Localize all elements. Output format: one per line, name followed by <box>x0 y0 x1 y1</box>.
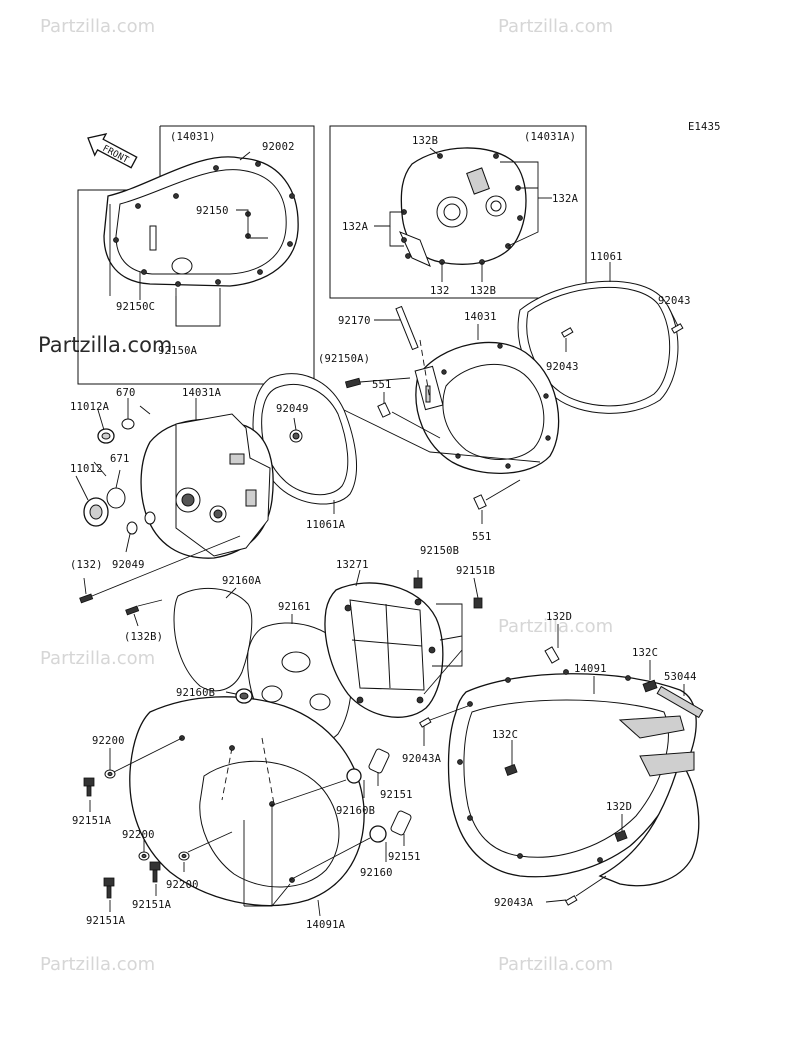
part-label-11012: 11012 <box>70 463 103 475</box>
part-label-92200-c: 92200 <box>166 879 199 891</box>
watermark-text: Partzilla.com <box>40 954 155 975</box>
part-label-551-a: 551 <box>372 379 392 391</box>
gasket-11061: 11061 92043 92043 <box>517 251 691 414</box>
part-label-92049-a: 92049 <box>276 403 309 415</box>
watermark-text: Partzilla.com <box>498 16 613 37</box>
cover-14031a: 14031A <box>139 387 274 559</box>
part-label-13271: 13271 <box>336 559 369 571</box>
part-label-670: 670 <box>116 387 136 399</box>
plate-13271: 13271 92150B 92151B <box>324 545 495 718</box>
part-label-92151a-b: 92151A <box>132 899 172 911</box>
part-label-14091a: 14091A <box>306 919 346 931</box>
part-label-132-paren: (132) <box>70 559 103 571</box>
part-label-132d-top: 132D <box>546 611 572 623</box>
part-label-92150c: 92150C <box>116 301 155 313</box>
part-label-92200-b: 92200 <box>122 829 155 841</box>
dowel-pins-551: 551 551 <box>372 379 521 543</box>
part-label-92049-b: 92049 <box>112 559 145 571</box>
watermark-text: Partzilla.com <box>40 648 155 669</box>
part-label-14031a-box: (14031A) <box>524 131 576 143</box>
caps-and-orings: 670 11012A 671 11012 92049 (132) <box>70 387 156 571</box>
cover-14091: 14091 <box>447 663 700 887</box>
cover-14091-fasteners: 132D 132C 53044 132C 132D 92043A 92043A <box>402 611 704 909</box>
part-label-92043-mid: 92043 <box>546 361 579 373</box>
part-label-92043a-b: 92043A <box>494 897 534 909</box>
part-label-92160a: 92160A <box>222 575 262 587</box>
part-label-132d-mid: 132D <box>606 801 632 813</box>
bolt-holes <box>344 598 436 704</box>
part-label-14091: 14091 <box>574 663 607 675</box>
bolt-holes <box>457 669 631 863</box>
part-label-92160b-b: 92160B <box>336 805 375 817</box>
washers-and-bolts: 92200 92151A 92200 92200 92151A 92151A <box>72 735 233 927</box>
mount-bushings: 92160B 92151 92160B 92151 92160 <box>176 687 421 881</box>
part-label-132a-left: 132A <box>342 221 369 233</box>
part-label-132c-top: 132C <box>632 647 658 659</box>
part-label-92150: 92150 <box>196 205 229 217</box>
part-label-14031a: 14031A <box>182 387 222 399</box>
part-label-11012a: 11012A <box>70 401 110 413</box>
watermark-layer: Partzilla.com Partzilla.com Partzilla.co… <box>38 16 613 975</box>
cover-14031: 14031 92170 <box>338 305 560 474</box>
inset-box-14031a: 132B (14031A) 132A 132A 132 132B <box>329 125 587 299</box>
part-label-92150a-paren: (92150A) <box>318 353 370 365</box>
part-label-92160b-a: 92160B <box>176 687 215 699</box>
part-label-92151-a: 92151 <box>380 789 413 801</box>
watermark-text: Partzilla.com <box>498 616 613 637</box>
part-label-132b-top: 132B <box>412 135 438 147</box>
part-label-92150a: 92150A <box>158 345 198 357</box>
part-label-11061a: 11061A <box>306 519 346 531</box>
diagram-code: E1435 <box>688 121 721 133</box>
part-label-92151-b: 92151 <box>388 851 421 863</box>
plate-92160a: 92160A <box>173 575 262 692</box>
part-label-92151a-a: 92151A <box>72 815 112 827</box>
watermark-text: Partzilla.com <box>498 954 613 975</box>
bolts-132: (132B) <box>79 535 241 643</box>
part-label-92170: 92170 <box>338 315 371 327</box>
part-label-132-bottom: 132 <box>430 285 450 297</box>
inset-box-14031: (14031) 92002 92150 92150C 92150A <box>77 125 315 385</box>
part-label-132a-right: 132A <box>552 193 579 205</box>
part-label-53044: 53044 <box>664 671 697 683</box>
part-label-132c-mid: 132C <box>492 729 518 741</box>
part-label-671: 671 <box>110 453 130 465</box>
part-label-92002: 92002 <box>262 141 295 153</box>
part-label-132b-paren: (132B) <box>124 631 163 643</box>
part-label-92043a-a: 92043A <box>402 753 442 765</box>
part-label-11061: 11061 <box>590 251 623 263</box>
part-label-551-b: 551 <box>472 531 492 543</box>
part-label-92151a-c: 92151A <box>86 915 126 927</box>
bolt-holes <box>113 161 295 287</box>
part-label-92200-a: 92200 <box>92 735 125 747</box>
part-label-92043-right: 92043 <box>658 295 691 307</box>
part-label-92160: 92160 <box>360 867 393 879</box>
part-label-132b-bottom: 132B <box>470 285 496 297</box>
bolt-92150a: (92150A) <box>318 353 411 389</box>
gasket-11061a: 92049 11061A <box>252 373 541 531</box>
part-label-92151b: 92151B <box>456 565 495 577</box>
part-label-92161: 92161 <box>278 601 311 613</box>
watermark-text-dark: Partzilla.com <box>38 333 172 357</box>
watermark-text: Partzilla.com <box>40 16 155 37</box>
front-arrow-icon: FRONT <box>87 133 138 169</box>
part-label-92150b: 92150B <box>420 545 459 557</box>
part-label-14031-box: (14031) <box>170 131 216 143</box>
part-label-14031: 14031 <box>464 311 497 323</box>
